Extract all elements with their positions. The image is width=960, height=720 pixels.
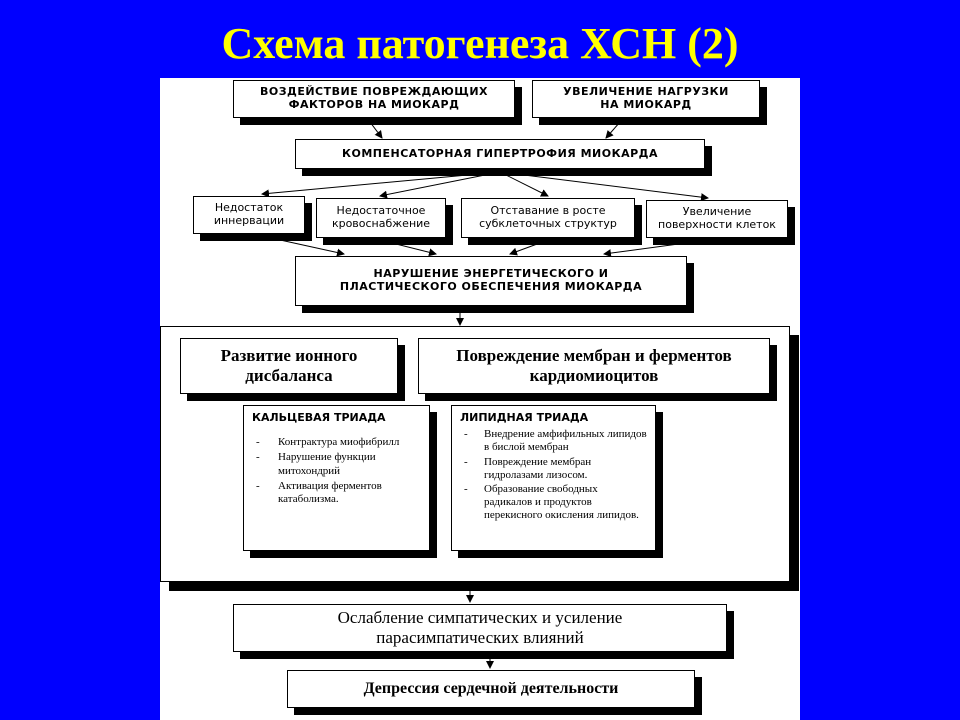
box-sympathetic-weakening: Ослабление симпатических и усиление пара… — [233, 604, 727, 652]
arrow — [499, 171, 709, 202]
arrow — [603, 239, 709, 258]
box-cell-surface-increase: Увеличение поверхности клеток — [646, 200, 788, 238]
arrow — [261, 235, 345, 257]
arrow — [261, 171, 501, 198]
list-item: Активация ферментов катаболизма. — [252, 480, 421, 506]
list-item: Нарушение функции митохондрий — [252, 451, 421, 477]
box-ion-imbalance: Развитие ионного дисбаланса — [180, 338, 398, 394]
arrow — [499, 171, 549, 197]
list-item: Внедрение амфифильных липидов в бислой м… — [460, 428, 647, 454]
box-membrane-damage: Повреждение мембран и ферментов кардиоми… — [418, 338, 770, 394]
list-item: Контрактура миофибрилл — [252, 436, 421, 449]
box-compensatory-hypertrophy: КОМПЕНСАТОРНАЯ ГИПЕРТРОФИЯ МИОКАРДА — [295, 139, 705, 169]
box-blood-supply-deficit: Недостаточное кровоснабжение — [316, 198, 446, 238]
box-energy-disorder: НАРУШЕНИЕ ЭНЕРГЕТИЧЕСКОГО И ПЛАСТИЧЕСКОГ… — [295, 256, 687, 306]
arrow — [379, 239, 437, 257]
box-subcellular-lag: Отставание в росте субклеточных структур — [461, 198, 635, 238]
arrow — [605, 121, 621, 139]
box-innervation-deficit: Недостаток иннервации — [193, 196, 305, 234]
box-damage-factors: ВОЗДЕЙСТВИЕ ПОВРЕЖДАЮЩИХ ФАКТОРОВ НА МИО… — [233, 80, 515, 118]
list-item: Образование свободных радикалов и продук… — [460, 483, 647, 523]
calcium-triad-box: КАЛЬЦЕВАЯ ТРИАДА Контрактура миофибрилл … — [243, 405, 430, 551]
slide-title: Схема патогенеза ХСН (2) — [221, 19, 739, 68]
list-item: Повреждение мембран гидролазами лизосом. — [460, 456, 647, 482]
arrow — [509, 239, 549, 256]
box-cardiac-depression: Депрессия сердечной деятельности — [287, 670, 695, 708]
lipid-triad-title: ЛИПИДНАЯ ТРИАДА — [460, 411, 589, 424]
calcium-triad-title: КАЛЬЦЕВАЯ ТРИАДА — [252, 411, 386, 424]
lipid-triad-box: ЛИПИДНАЯ ТРИАДА Внедрение амфифильных ли… — [451, 405, 656, 551]
box-load-increase: УВЕЛИЧЕНИЕ НАГРУЗКИ НА МИОКАРД — [532, 80, 760, 118]
arrow — [379, 171, 501, 199]
arrow — [369, 121, 383, 139]
